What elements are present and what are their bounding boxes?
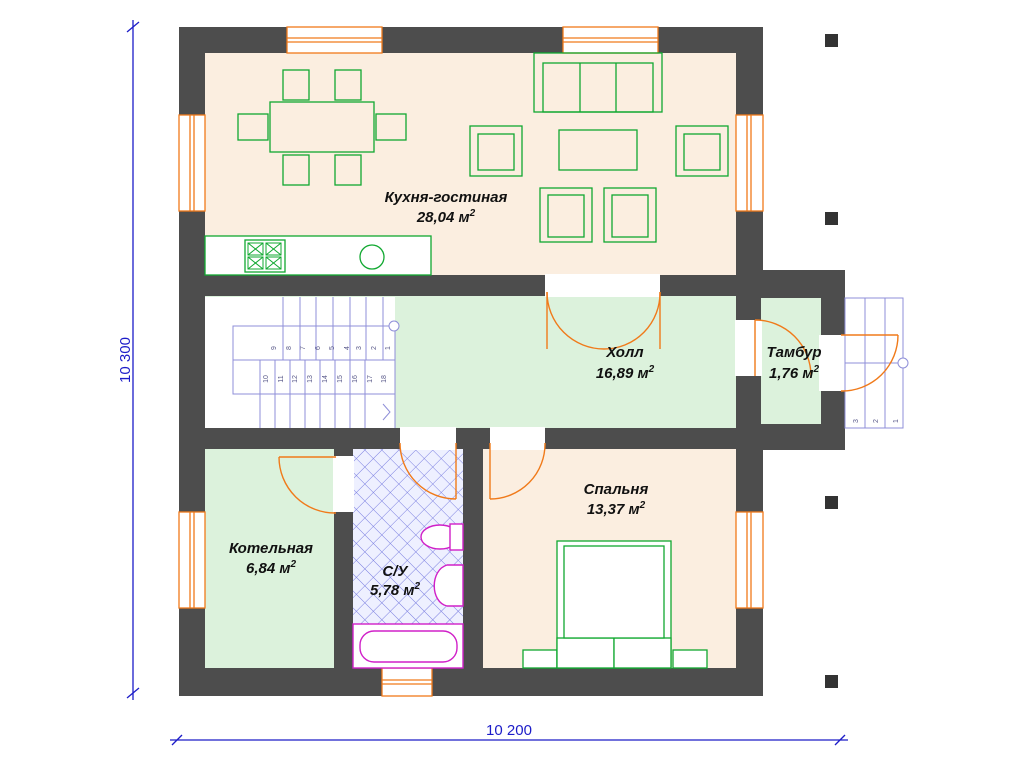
stair-step-number: 5 xyxy=(329,346,336,350)
bathroom-name: С/У xyxy=(382,563,409,580)
width-dimension: 10 200 xyxy=(486,722,532,739)
armchair xyxy=(539,187,593,243)
kitchen-furniture xyxy=(237,52,729,243)
stair-step-number: 13 xyxy=(307,375,314,383)
stair-step-number: 9 xyxy=(271,346,278,350)
stair-step-number: 18 xyxy=(381,375,388,383)
sink xyxy=(359,244,385,270)
bed xyxy=(522,540,708,669)
sink xyxy=(433,564,464,607)
stair-step-number: 17 xyxy=(367,375,374,383)
window xyxy=(735,511,764,609)
hall-name: Холл xyxy=(605,344,644,361)
bedroom-name: Спальня xyxy=(584,481,649,498)
bathroom-area: 5,78 м2 xyxy=(370,581,420,599)
bedroom-area: 13,37 м2 xyxy=(587,500,646,518)
kitchen-counter xyxy=(204,235,432,276)
stair-step-number: 12 xyxy=(292,375,299,383)
chair xyxy=(334,69,362,101)
stair-step-number: 16 xyxy=(352,375,359,383)
columns xyxy=(825,34,838,688)
stair-step-number: 7 xyxy=(300,346,307,350)
stair-step-number: 1 xyxy=(385,346,392,350)
doors xyxy=(278,291,899,514)
armchair xyxy=(675,125,729,177)
stair-step-number: 2 xyxy=(371,346,378,350)
armchair xyxy=(469,125,523,177)
boiler-area: 6,84 м2 xyxy=(246,559,296,577)
window xyxy=(178,511,206,609)
stair-step-number: 2 xyxy=(873,419,880,423)
kitchen-name: Кухня-гостиная xyxy=(385,189,508,206)
armchair xyxy=(603,187,657,243)
hall-area: 16,89 м2 xyxy=(596,364,655,382)
boiler-floor xyxy=(205,449,334,668)
coffee-table xyxy=(558,129,638,171)
sanitary xyxy=(352,523,464,669)
window xyxy=(178,114,206,212)
staircase: 9 8 7 6 5 4 3 2 1 10 11 12 13 14 15 16 17 18 xyxy=(205,297,400,428)
window xyxy=(381,667,433,697)
window xyxy=(286,26,383,54)
dimension-lines xyxy=(126,20,848,746)
window xyxy=(562,26,659,54)
stair-step-number: 10 xyxy=(263,375,270,383)
stair-step-number: 8 xyxy=(286,346,293,350)
stair-step-number: 4 xyxy=(344,346,351,350)
chair xyxy=(375,113,407,141)
vestibule-name: Тамбур xyxy=(766,344,821,361)
boiler-name: Котельная xyxy=(229,540,313,557)
chair xyxy=(334,154,362,186)
dining-table xyxy=(269,101,375,153)
vestibule-floor xyxy=(761,298,821,424)
stair-step-number: 15 xyxy=(337,375,344,383)
stair-step-number: 3 xyxy=(853,419,860,423)
chair xyxy=(282,69,310,101)
stair-step-number: 14 xyxy=(322,375,329,383)
stair-step-number: 1 xyxy=(893,419,900,423)
chair xyxy=(237,113,269,141)
stair-step-number: 11 xyxy=(278,375,285,382)
stove xyxy=(244,239,286,273)
kitchen-area: 28,04 м2 xyxy=(416,208,476,226)
vestibule-area: 1,76 м2 xyxy=(769,364,819,382)
stair-step-number: 3 xyxy=(356,346,363,350)
window xyxy=(735,114,764,212)
windows xyxy=(178,26,764,697)
height-dimension: 10 300 xyxy=(117,337,134,383)
stair-step-number: 6 xyxy=(315,346,322,350)
entry-steps: 3 2 1 xyxy=(844,297,909,429)
chair xyxy=(282,154,310,186)
